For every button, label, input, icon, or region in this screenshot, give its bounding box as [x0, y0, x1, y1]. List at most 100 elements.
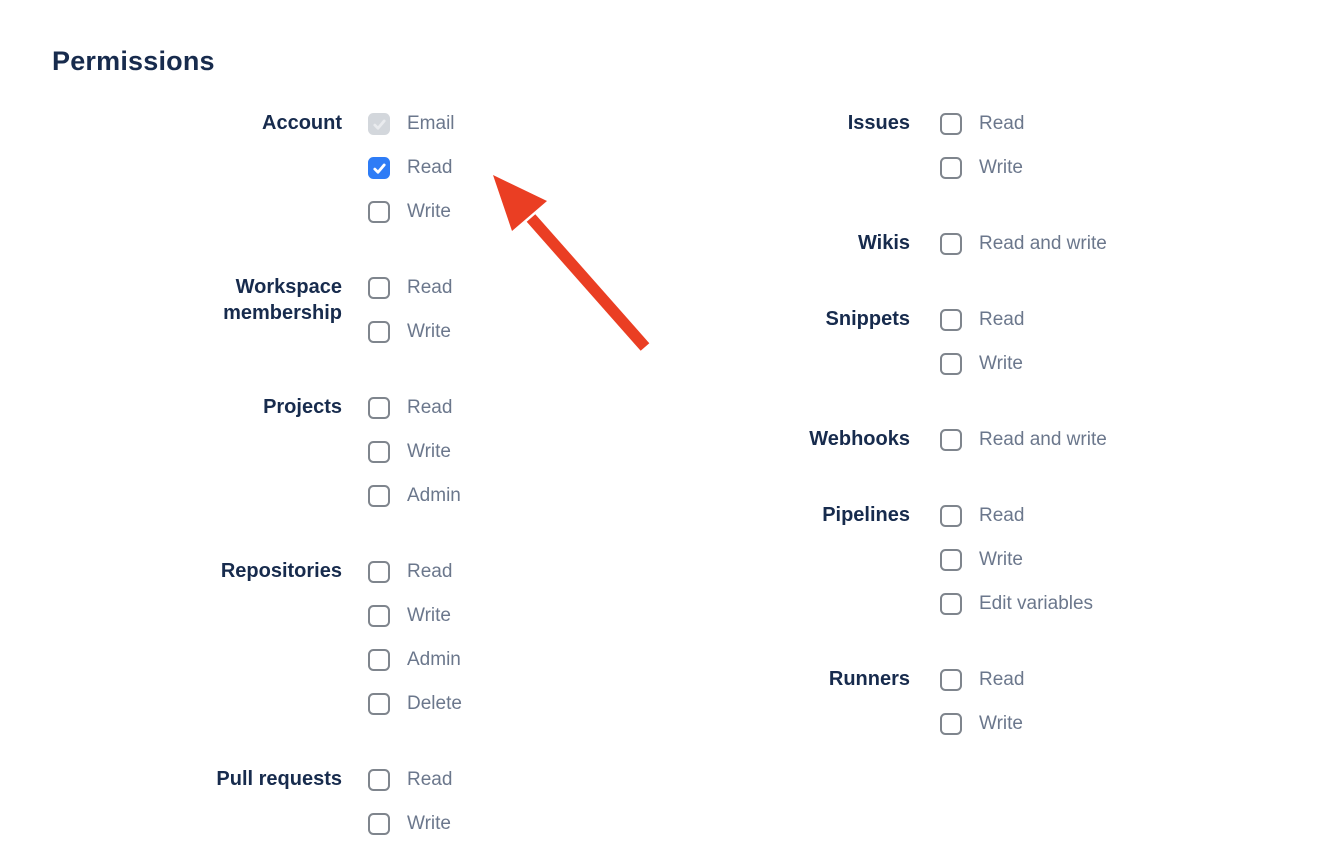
checkbox-label: Read [407, 561, 453, 582]
repositories-admin-option[interactable]: Admin [368, 648, 462, 672]
projects-read-option[interactable]: Read [368, 396, 461, 420]
group-label-account: Account [262, 112, 342, 134]
check-icon [372, 119, 386, 130]
runners-write-option[interactable]: Write [940, 712, 1024, 736]
issues-write-option[interactable]: Write [940, 156, 1024, 180]
projects-admin-option[interactable]: Admin [368, 484, 461, 508]
checkbox-label: Edit variables [979, 593, 1094, 614]
group-options-webhooks: Read and write [940, 428, 1107, 452]
repositories-delete-option[interactable]: Delete [368, 692, 462, 716]
wikis-read-and-write-checkbox[interactable] [940, 233, 962, 255]
checkbox-label: Read [407, 277, 453, 298]
checkbox-label: Delete [407, 693, 462, 714]
group-label-repositories: Repositories [220, 560, 342, 582]
pipelines-write-option[interactable]: Write [940, 548, 1093, 572]
repositories-read-checkbox[interactable] [368, 561, 390, 583]
issues-write-checkbox[interactable] [940, 157, 962, 179]
snippets-write-checkbox[interactable] [940, 353, 962, 375]
snippets-write-option[interactable]: Write [940, 352, 1024, 376]
checkbox-label: Write [407, 321, 451, 342]
account-write-option[interactable]: Write [368, 200, 455, 224]
issues-read-checkbox[interactable] [940, 113, 962, 135]
checkbox-label: Write [407, 441, 451, 462]
checkbox-label: Write [979, 713, 1023, 734]
checkbox-label: Read [979, 113, 1025, 134]
checkbox-label: Read [407, 157, 453, 178]
workspace-membership-read-checkbox[interactable] [368, 277, 390, 299]
repositories-write-option[interactable]: Write [368, 604, 462, 628]
pull-requests-write-option[interactable]: Write [368, 812, 452, 836]
checkbox-label: Email [407, 113, 455, 134]
workspace-membership-write-option[interactable]: Write [368, 320, 452, 344]
wikis-read-and-write-option[interactable]: Read and write [940, 232, 1107, 256]
projects-read-checkbox[interactable] [368, 397, 390, 419]
checkbox-label: Read and write [979, 233, 1107, 254]
pipelines-edit-variables-checkbox[interactable] [940, 593, 962, 615]
group-label-pull-requests: Pull requests [216, 768, 342, 790]
check-icon [372, 163, 386, 174]
projects-admin-checkbox[interactable] [368, 485, 390, 507]
account-email-option: Email [368, 112, 455, 136]
checkbox-label: Admin [407, 649, 461, 670]
webhooks-read-and-write-option[interactable]: Read and write [940, 428, 1107, 452]
page-title: Permissions [52, 46, 215, 76]
checkbox-label: Write [979, 353, 1023, 374]
repositories-admin-checkbox[interactable] [368, 649, 390, 671]
repositories-read-option[interactable]: Read [368, 560, 462, 584]
group-label-workspace-membership: Workspace membership [223, 276, 342, 324]
account-read-checkbox[interactable] [368, 157, 390, 179]
projects-write-option[interactable]: Write [368, 440, 461, 464]
pipelines-read-checkbox[interactable] [940, 505, 962, 527]
pipelines-edit-variables-option[interactable]: Edit variables [940, 592, 1093, 616]
repositories-write-checkbox[interactable] [368, 605, 390, 627]
checkbox-label: Write [979, 549, 1023, 570]
snippets-read-checkbox[interactable] [940, 309, 962, 331]
group-label-projects: Projects [263, 396, 342, 418]
webhooks-read-and-write-checkbox[interactable] [940, 429, 962, 451]
pipelines-read-option[interactable]: Read [940, 504, 1093, 528]
checkbox-label: Write [979, 157, 1023, 178]
group-label-wikis: Wikis [857, 232, 910, 254]
group-label-issues: Issues [847, 112, 910, 134]
permission-group-wikis: Wikis Read and write [700, 232, 1107, 256]
issues-read-option[interactable]: Read [940, 112, 1024, 136]
repositories-delete-checkbox[interactable] [368, 693, 390, 715]
checkbox-label: Read [979, 669, 1025, 690]
projects-write-checkbox[interactable] [368, 441, 390, 463]
group-label-webhooks: Webhooks [809, 428, 910, 450]
runners-write-checkbox[interactable] [940, 713, 962, 735]
workspace-membership-write-checkbox[interactable] [368, 321, 390, 343]
group-label-snippets: Snippets [825, 308, 910, 330]
checkbox-label: Write [407, 813, 451, 834]
annotation-arrow-shaft [526, 214, 650, 351]
checkbox-label: Read [407, 769, 453, 790]
pull-requests-read-option[interactable]: Read [368, 768, 452, 792]
checkbox-label: Write [407, 605, 451, 626]
workspace-membership-read-option[interactable]: Read [368, 276, 452, 300]
pipelines-write-checkbox[interactable] [940, 549, 962, 571]
checkbox-label: Read and write [979, 429, 1107, 450]
snippets-read-option[interactable]: Read [940, 308, 1024, 332]
checkbox-label: Read [407, 397, 453, 418]
runners-read-checkbox[interactable] [940, 669, 962, 691]
pull-requests-read-checkbox[interactable] [368, 769, 390, 791]
runners-read-option[interactable]: Read [940, 668, 1024, 692]
pull-requests-write-checkbox[interactable] [368, 813, 390, 835]
account-read-option[interactable]: Read [368, 156, 455, 180]
account-write-checkbox[interactable] [368, 201, 390, 223]
